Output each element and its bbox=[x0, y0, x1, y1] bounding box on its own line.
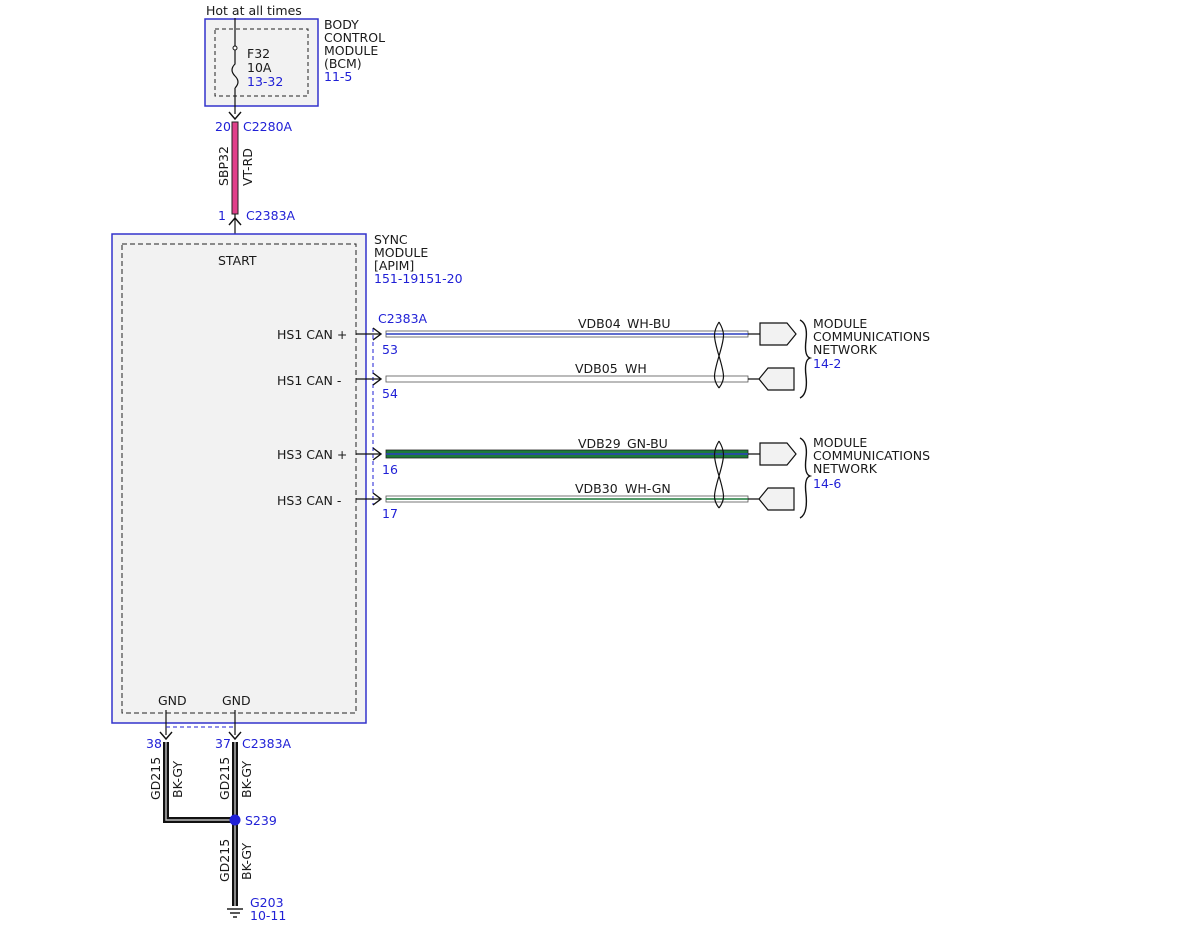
bcm-ref[interactable]: 11-5 bbox=[324, 69, 352, 84]
signal-hs1-can-minus-arrow-icon bbox=[372, 372, 383, 386]
network-14-2-minus-connector-icon bbox=[748, 367, 795, 391]
fuse-icon bbox=[231, 50, 239, 89]
gnd-right-label: GND bbox=[222, 693, 251, 708]
splice-label[interactable]: S239 bbox=[245, 813, 277, 828]
gnd-left-circuit-label: GD215 bbox=[148, 757, 163, 800]
sync-name-line-3: [APIM] bbox=[374, 258, 414, 273]
sync-name-line-1: SYNC bbox=[374, 232, 408, 247]
gnd-lower-circuit-label: GD215 bbox=[217, 839, 232, 882]
signal-hs1-can-plus-label: HS1 CAN + bbox=[277, 327, 347, 342]
sync-ref[interactable]: 151-19151-20 bbox=[374, 271, 463, 286]
gnd-lower-color-label: BK-GY bbox=[239, 843, 254, 880]
network-2-ref[interactable]: 14-6 bbox=[813, 476, 841, 491]
wire-vdb30-color: WH-GN bbox=[625, 481, 671, 496]
power-label: Hot at all times bbox=[206, 3, 302, 18]
connector-38-icon bbox=[159, 731, 173, 741]
wire-vdb05 bbox=[385, 375, 749, 383]
ground-id[interactable]: G203 bbox=[250, 895, 284, 910]
wire-vdb04-color: WH-BU bbox=[627, 316, 671, 331]
gnd-connector[interactable]: C2383A bbox=[242, 736, 292, 751]
signal-hs3-can-minus-arrow-icon bbox=[372, 492, 383, 506]
network-14-2-brace-icon bbox=[799, 319, 813, 399]
sbp-top-connector[interactable]: C2280A bbox=[243, 119, 293, 134]
bcm-module-box bbox=[204, 18, 319, 107]
signal-hs1-can-plus-arrow-icon bbox=[372, 327, 383, 341]
network-2-line-1: MODULE bbox=[813, 435, 867, 450]
gnd-left-pin: 38 bbox=[146, 736, 162, 751]
signal-hs3-can-minus-pin: 17 bbox=[382, 506, 398, 521]
signal-connector-label[interactable]: C2383A bbox=[378, 311, 428, 326]
sync-inner-dashed-box bbox=[121, 243, 357, 714]
wire-gd215-left-tracer bbox=[165, 742, 235, 821]
gnd-left-color-label: BK-GY bbox=[170, 761, 185, 798]
network-1-ref[interactable]: 14-2 bbox=[813, 356, 841, 371]
signal-hs1-can-minus-pin: 54 bbox=[382, 386, 398, 401]
bcm-name-line-1: BODY bbox=[324, 17, 359, 32]
signal-hs1-can-plus-pin: 53 bbox=[382, 342, 398, 357]
wire-vdb30-circuit: VDB30 bbox=[575, 481, 618, 496]
fuse-id: F32 bbox=[247, 46, 270, 61]
bcm-name-line-4: (BCM) bbox=[324, 56, 362, 71]
signal-hs1-can-minus-label: HS1 CAN - bbox=[277, 373, 341, 388]
sync-module-box bbox=[111, 233, 367, 724]
wire-vdb05-color: WH bbox=[625, 361, 647, 376]
bcm-name-line-3: MODULE bbox=[324, 43, 378, 58]
fuse-rating: 10A bbox=[247, 60, 272, 75]
wire-vdb05-circuit: VDB05 bbox=[575, 361, 618, 376]
wire-vdb29-circuit: VDB29 bbox=[578, 436, 621, 451]
ground-ref[interactable]: 10-11 bbox=[250, 908, 286, 923]
splice-s239-icon bbox=[229, 814, 241, 826]
gnd-left-label: GND bbox=[158, 693, 187, 708]
network-2-line-2: COMMUNICATIONS bbox=[813, 448, 930, 463]
fuse-terminal-top bbox=[232, 45, 238, 51]
sbp-circuit-label: SBP32 bbox=[216, 146, 231, 186]
wire-vdb04-circuit: VDB04 bbox=[578, 316, 621, 331]
gnd-right-pin: 37 bbox=[215, 736, 231, 751]
network-14-2-plus-connector-icon bbox=[748, 322, 797, 346]
signal-hs3-can-plus-pin: 16 bbox=[382, 462, 398, 477]
gnd-right-color-label: BK-GY bbox=[239, 761, 254, 798]
fuse-ref[interactable]: 13-32 bbox=[247, 74, 283, 89]
signal-hs3-can-minus-label: HS3 CAN - bbox=[277, 493, 341, 508]
network-1-line-3: NETWORK bbox=[813, 342, 878, 357]
sbp32-wire bbox=[231, 121, 239, 215]
signal-hs3-can-plus-label: HS3 CAN + bbox=[277, 447, 347, 462]
sbp-top-pin: 20 bbox=[215, 119, 231, 134]
sync-start-label: START bbox=[218, 253, 257, 268]
wire-vdb29-color: GN-BU bbox=[627, 436, 668, 451]
network-14-6-plus-connector-icon bbox=[748, 442, 797, 466]
network-1-line-2: COMMUNICATIONS bbox=[813, 329, 930, 344]
network-2-line-3: NETWORK bbox=[813, 461, 878, 476]
network-14-6-brace-icon bbox=[799, 437, 813, 519]
network-14-6-minus-connector-icon bbox=[748, 487, 795, 511]
connector-37-icon bbox=[228, 731, 242, 741]
sbp-color-label: VT-RD bbox=[240, 148, 255, 186]
connector-c2280a-icon bbox=[228, 111, 242, 121]
sync-name-line-2: MODULE bbox=[374, 245, 428, 260]
bcm-name-line-2: CONTROL bbox=[324, 30, 385, 45]
gnd-right-circuit-label: GD215 bbox=[217, 757, 232, 800]
bcm-inner-dashed-box bbox=[214, 28, 309, 97]
sbp-bottom-pin: 1 bbox=[218, 208, 226, 223]
network-1-line-1: MODULE bbox=[813, 316, 867, 331]
twisted-pair-hs3-icon bbox=[713, 440, 725, 509]
signal-hs3-can-plus-arrow-icon bbox=[372, 447, 383, 461]
twisted-pair-hs1-icon bbox=[713, 321, 725, 389]
sbp-bottom-connector[interactable]: C2383A bbox=[246, 208, 296, 223]
